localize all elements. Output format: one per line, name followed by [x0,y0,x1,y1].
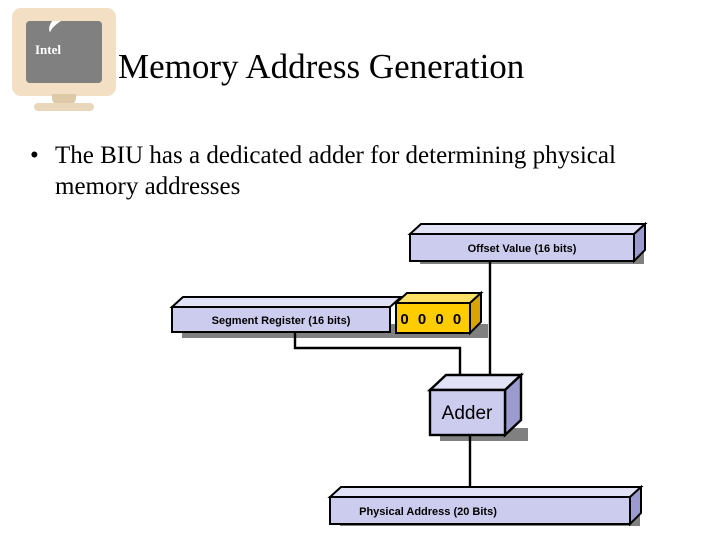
zero-nibble-box[interactable]: 0 0 0 0 [393,290,484,336]
monitor-base [34,103,94,111]
box-front-face [409,233,635,262]
adder-box-label: Adder [442,403,493,424]
physical-address-box-label: Physical Address (20 Bits) [359,506,497,518]
zero-nibble-box-label: 0 0 0 0 [400,311,463,328]
segment-register-box[interactable]: Segment Register (16 bits) [169,296,404,333]
diagram-shadows [182,248,644,526]
monitor-neck [52,94,76,105]
physical-address-box[interactable]: Physical Address (20 Bits) [327,484,644,527]
box-top-face [169,296,404,308]
intel-monitor-icon: Intel [8,6,120,112]
offset-value-box-label: Offset Value (16 bits) [468,243,577,255]
bullet-marker: • [30,142,39,169]
box-front-face [428,388,507,437]
box-front-face [395,302,471,334]
box-top-face [393,292,484,304]
offset-value-box[interactable]: Offset Value (16 bits) [407,221,648,264]
list-item: • The BIU has a dedicated adder for dete… [22,140,662,202]
bullet-text: The BIU has a dedicated adder for determ… [55,142,616,200]
monitor-screen: Intel [26,21,102,83]
bullet-list: • The BIU has a dedicated adder for dete… [22,140,662,202]
adder-box[interactable]: Adder [426,372,525,438]
slide-header: Intel Memory Address Generation [0,0,720,120]
box-front-face [171,306,391,333]
intel-wordmark: Intel [35,42,61,57]
page-title: Memory Address Generation [118,47,525,86]
segment-register-box-label: Segment Register (16 bits) [212,315,351,327]
box-front-face [329,496,631,525]
box-top-face [407,223,648,235]
box-top-face [327,486,644,498]
